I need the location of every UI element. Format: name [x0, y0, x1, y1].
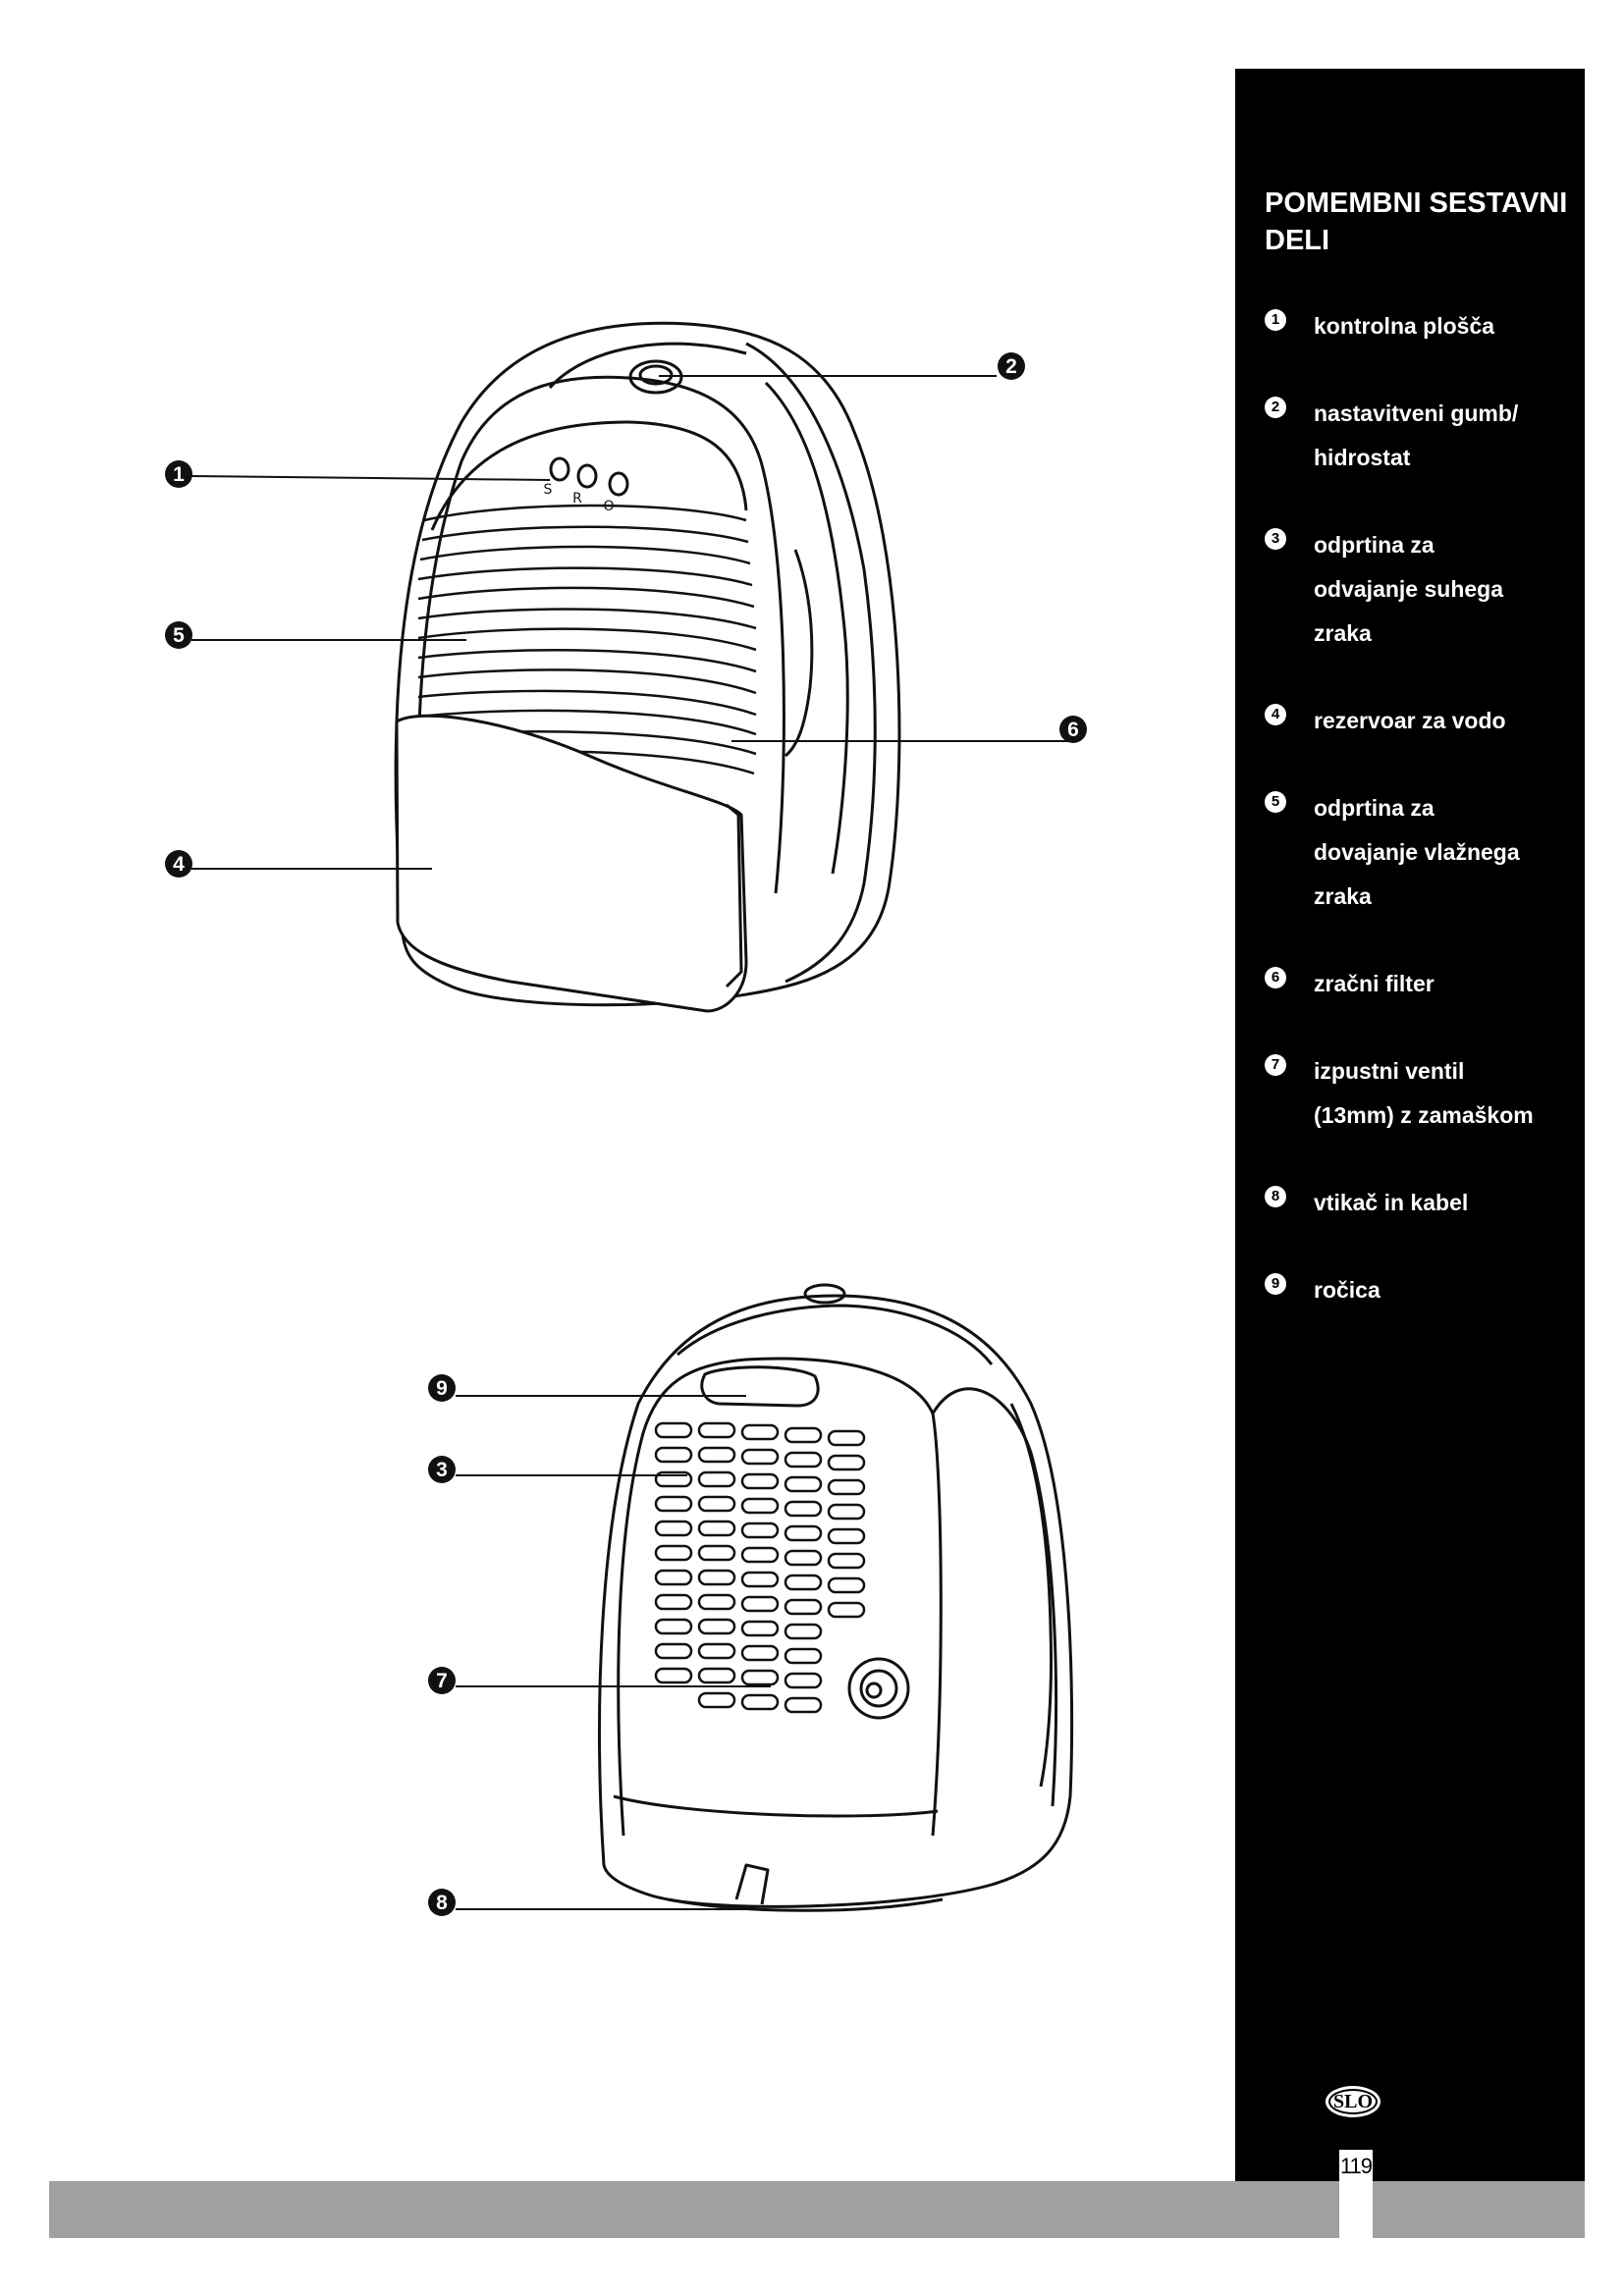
- part-number-badge: 8: [1265, 1186, 1286, 1207]
- control-panel-labels: S R O: [544, 482, 615, 514]
- front-view-dehumidifier: [396, 323, 899, 1011]
- control-label-o: O: [603, 499, 614, 514]
- part-number-badge: 9: [1265, 1273, 1286, 1295]
- part-number-badge: 4: [1265, 704, 1286, 725]
- language-badge: SLO: [1326, 2086, 1380, 2117]
- part-number-badge: 7: [1265, 1054, 1286, 1076]
- page-number: 119: [1339, 2154, 1373, 2179]
- device-illustrations: S R O 1 2 5 6 4: [0, 0, 1231, 2296]
- back-vent-slots: [656, 1423, 864, 1712]
- part-number-badge: 3: [1265, 528, 1286, 550]
- svg-text:1: 1: [173, 463, 185, 486]
- callout-6: 6: [1059, 716, 1087, 743]
- part-label: odprtina za dovajanje vlažnega zraka: [1314, 786, 1579, 919]
- callout-5: 5: [165, 621, 192, 649]
- svg-text:9: 9: [436, 1377, 448, 1400]
- part-label: izpustni ventil (13mm) z zamaškom: [1314, 1049, 1579, 1138]
- part-number-badge: 5: [1265, 791, 1286, 813]
- callout-9: 9: [428, 1374, 456, 1402]
- control-label-r: R: [572, 491, 582, 507]
- part-number-badge: 1: [1265, 309, 1286, 331]
- part-label: kontrolna plošča: [1314, 304, 1579, 348]
- back-view-dehumidifier: [600, 1285, 1072, 1910]
- part-label: vtikač in kabel: [1314, 1181, 1579, 1225]
- callout-1: 1: [165, 460, 192, 488]
- callout-3: 3: [428, 1456, 456, 1483]
- svg-text:5: 5: [173, 624, 185, 647]
- sidebar-title: POMEMBNI SESTAVNI DELI: [1265, 185, 1579, 259]
- part-label: ročica: [1314, 1268, 1579, 1312]
- svg-text:2: 2: [1005, 355, 1017, 378]
- callout-2: 2: [998, 352, 1025, 380]
- callout-4: 4: [165, 850, 192, 878]
- svg-text:8: 8: [436, 1892, 448, 1914]
- svg-text:6: 6: [1067, 719, 1079, 741]
- svg-text:4: 4: [173, 853, 185, 876]
- control-label-s: S: [544, 482, 553, 498]
- parts-sidebar: POMEMBNI SESTAVNI DELI 1 kontrolna plošč…: [1235, 69, 1585, 2181]
- part-label: odprtina za odvajanje suhega zraka: [1314, 523, 1579, 656]
- part-number-badge: 2: [1265, 397, 1286, 418]
- svg-text:3: 3: [436, 1459, 448, 1481]
- callout-7: 7: [428, 1667, 456, 1694]
- part-label: nastavitveni gumb/ hidrostat: [1314, 392, 1579, 480]
- svg-text:7: 7: [436, 1670, 448, 1692]
- callout-8: 8: [428, 1889, 456, 1916]
- part-label: zračni filter: [1314, 962, 1579, 1006]
- part-number-badge: 6: [1265, 967, 1286, 988]
- part-label: rezervoar za vodo: [1314, 699, 1579, 743]
